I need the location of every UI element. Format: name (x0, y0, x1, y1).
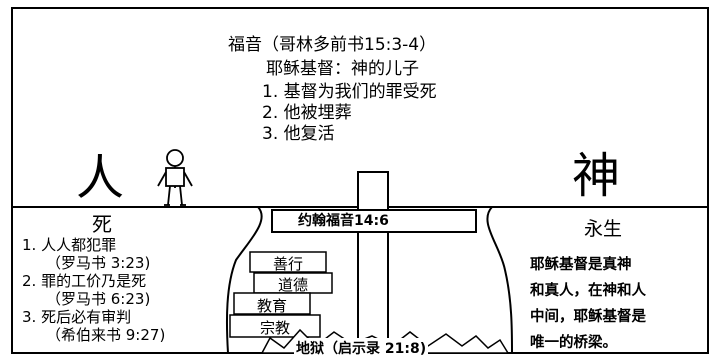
step-label-education: 教育 (256, 297, 287, 315)
step-label-morality: 道德 (277, 276, 308, 294)
hell-label: 地狱（启示录 21:8) (294, 338, 429, 358)
gospel-point: 2. 他被埋葬 (262, 103, 352, 123)
step-label-religion: 宗教 (259, 319, 290, 337)
step-box-religion (229, 314, 321, 338)
gospel-point: 3. 他复活 (262, 124, 335, 144)
cross-icon (271, 171, 477, 354)
gospel-subtitle: 耶稣基督：神的儿子 (266, 59, 419, 79)
man-label: 人 (76, 150, 125, 206)
step-box-education (233, 292, 311, 315)
gospel-title: 福音（哥林多前书15:3-4） (228, 35, 437, 55)
death-item: 3. 死后必有审判 (22, 308, 132, 326)
god-label: 神 (572, 148, 621, 204)
death-item-reference: （希伯来书 9:27) (46, 326, 166, 344)
left-cliff (225, 206, 263, 354)
eternal-life-line: 耶稣基督是真神 (530, 257, 632, 273)
bridge-reference: 约翰福音14:6 (298, 213, 389, 229)
death-item: 2. 罪的工价乃是死 (22, 272, 147, 290)
gospel-point: 1. 基督为我们的罪受死 (262, 82, 437, 102)
eternal-life-title: 永生 (584, 218, 623, 240)
right-cliff (486, 206, 513, 354)
eternal-life-line: 中间，耶稣基督是 (530, 309, 646, 325)
man-figure-icon (157, 149, 193, 206)
death-title: 死 (92, 212, 112, 236)
step-label-good-works: 善行 (272, 255, 303, 273)
step-box-good-works (249, 251, 327, 273)
eternal-life-line: 和真人，在神和人 (530, 283, 646, 299)
eternal-life-line: 唯一的桥梁。 (530, 335, 617, 351)
death-item-reference: （罗马书 3:23) (46, 254, 151, 272)
death-item-reference: （罗马书 6:23) (46, 290, 151, 308)
death-item: 1. 人人都犯罪 (22, 236, 117, 254)
